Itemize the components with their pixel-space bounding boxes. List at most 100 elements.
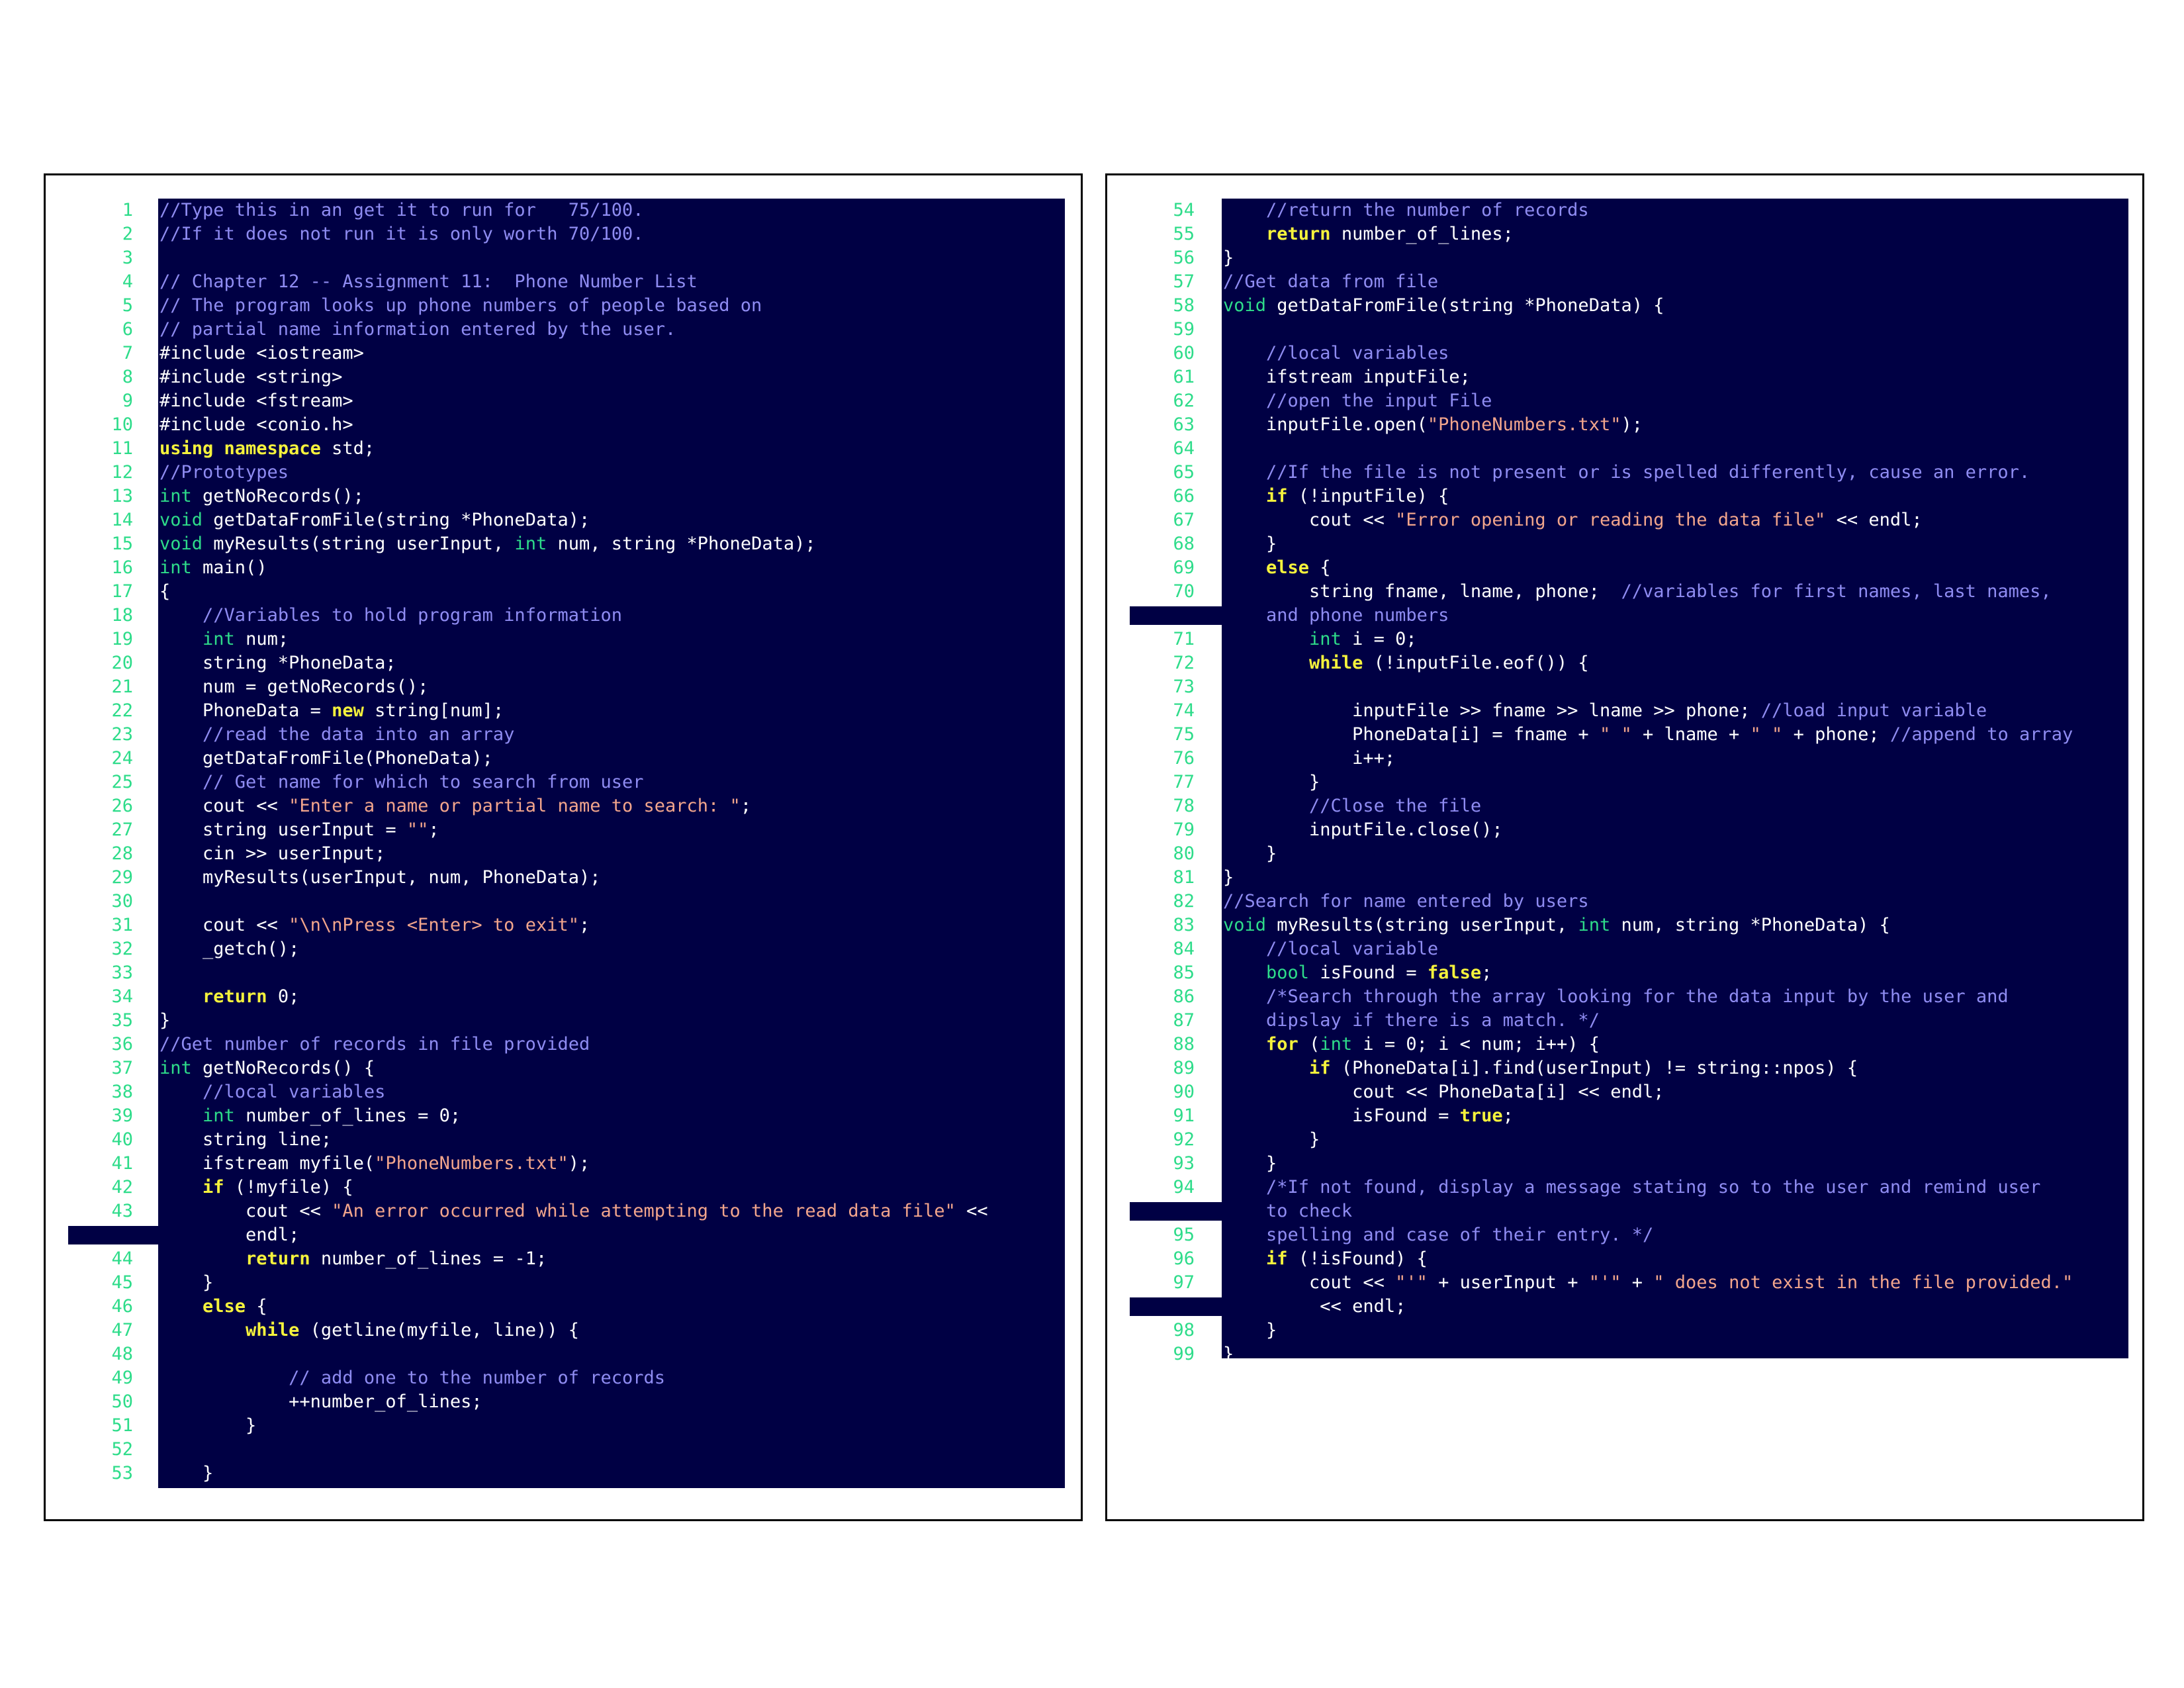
line-number: 37	[111, 1058, 133, 1078]
code-line: if (!isFound) {	[1222, 1247, 2128, 1271]
code-token: ++number_of_lines;	[159, 1391, 482, 1412]
code-token: ;	[1502, 1105, 1514, 1126]
code-token: " "	[1599, 724, 1632, 745]
code-token: while	[246, 1320, 300, 1340]
code-token: "Enter a name or partial name to search:…	[289, 796, 741, 816]
code-line: num = getNoRecords();	[158, 675, 1065, 699]
line-number: 10	[111, 414, 133, 435]
code-token: using namespace	[159, 438, 321, 459]
code-token: num;	[234, 629, 289, 649]
code-line: }	[1222, 1128, 2128, 1152]
code-token: }	[1223, 1344, 1234, 1364]
code-token: getDataFromFile(PhoneData);	[159, 748, 493, 769]
code-line: cout << "Enter a name or partial name to…	[158, 794, 1065, 818]
code-token: void	[159, 534, 203, 554]
code-token	[1223, 1201, 1266, 1221]
line-number: 2	[122, 224, 133, 244]
code-token: //Prototypes	[159, 462, 289, 483]
code-listing: //Type this in an get it to run for 75/1…	[158, 199, 1065, 1485]
line-number: 22	[111, 700, 133, 721]
code-token	[1223, 1177, 1266, 1197]
code-token	[1223, 1010, 1266, 1031]
code-token: }	[1223, 534, 1277, 554]
code-token: "'"	[1588, 1272, 1621, 1293]
code-token: if	[1266, 486, 1288, 506]
code-token: myResults(string userInput,	[203, 534, 515, 554]
code-line: int getNoRecords();	[158, 485, 1065, 508]
code-line	[158, 961, 1065, 985]
code-token: if	[1309, 1058, 1331, 1078]
code-token: /*Search through the array looking for t…	[1266, 986, 2009, 1007]
code-token: int	[203, 629, 235, 649]
code-line: #include <string>	[158, 365, 1065, 389]
code-line: string line;	[158, 1128, 1065, 1152]
line-number: 14	[111, 510, 133, 530]
code-token: "'"	[1395, 1272, 1428, 1293]
code-line: //local variables	[1222, 342, 2128, 365]
code-line: //Type this in an get it to run for 75/1…	[158, 199, 1065, 222]
code-line: //Get data from file	[1222, 270, 2128, 294]
code-token: //read the data into an array	[203, 724, 515, 745]
line-number: 60	[1173, 343, 1195, 363]
code-token: if	[1266, 1248, 1288, 1269]
code-line: spelling and case of their entry. */	[1222, 1223, 2128, 1247]
code-token: //variables for first names, last names,	[1621, 581, 2052, 602]
code-line: PhoneData = new string[num];	[158, 699, 1065, 723]
code-token: return	[246, 1248, 310, 1269]
line-number: 9	[122, 391, 133, 411]
code-token	[1223, 200, 1266, 220]
code-token: cout <<	[159, 1201, 332, 1221]
line-number: 81	[1173, 867, 1195, 888]
code-token: true	[1459, 1105, 1503, 1126]
code-token: void	[1223, 295, 1267, 316]
code-line-continuation: endl;	[158, 1223, 1065, 1247]
code-token: isFound =	[1309, 962, 1428, 983]
code-line: inputFile.close();	[1222, 818, 2128, 842]
code-line	[158, 1342, 1065, 1366]
code-token	[159, 724, 203, 745]
code-token: myResults(string userInput,	[1266, 915, 1578, 935]
code-line	[158, 1438, 1065, 1462]
wrap-indicator-bar	[68, 1226, 158, 1244]
code-line: for (int i = 0; i < num; i++) {	[1222, 1033, 2128, 1056]
code-line: }	[1222, 1319, 2128, 1342]
line-number: 4	[122, 271, 133, 292]
code-token: else	[203, 1296, 246, 1317]
code-token: PhoneData =	[159, 700, 332, 721]
code-line: //Prototypes	[158, 461, 1065, 485]
line-number: 96	[1173, 1248, 1195, 1269]
code-line: //return the number of records	[1222, 199, 2128, 222]
code-background	[1222, 199, 2128, 1358]
code-line: {	[158, 580, 1065, 604]
code-token: cout <<	[1223, 510, 1396, 530]
line-number: 85	[1173, 962, 1195, 983]
line-number: 72	[1173, 653, 1195, 673]
code-token	[159, 1320, 246, 1340]
line-number: 44	[111, 1248, 133, 1269]
line-number: 80	[1173, 843, 1195, 864]
code-token: //Variables to hold program information	[203, 605, 622, 626]
code-line: }	[158, 1462, 1065, 1485]
code-token: ;	[1481, 962, 1492, 983]
wrap-indicator-bar	[1130, 606, 1222, 625]
code-token: //append to array	[1889, 724, 2073, 745]
code-token: + userInput +	[1427, 1272, 1589, 1293]
code-token: //load input variable	[1760, 700, 1987, 721]
code-token: int	[159, 557, 192, 578]
code-line-continuation: to check	[1222, 1199, 2128, 1223]
line-number: 92	[1173, 1129, 1195, 1150]
code-line: if (!inputFile) {	[1222, 485, 2128, 508]
code-line: using namespace std;	[158, 437, 1065, 461]
code-line: ++number_of_lines;	[158, 1390, 1065, 1414]
line-number: 36	[111, 1034, 133, 1055]
code-token: cout <<	[159, 915, 289, 935]
code-token: {	[1309, 557, 1331, 578]
code-token: }	[1223, 843, 1277, 864]
line-number: 47	[111, 1320, 133, 1340]
code-token: and phone numbers	[1266, 605, 1449, 626]
code-token	[1223, 391, 1266, 411]
code-line: cout << "Error opening or reading the da…	[1222, 508, 2128, 532]
code-line	[158, 890, 1065, 914]
code-token: (!myfile) {	[224, 1177, 353, 1197]
code-line	[1222, 675, 2128, 699]
